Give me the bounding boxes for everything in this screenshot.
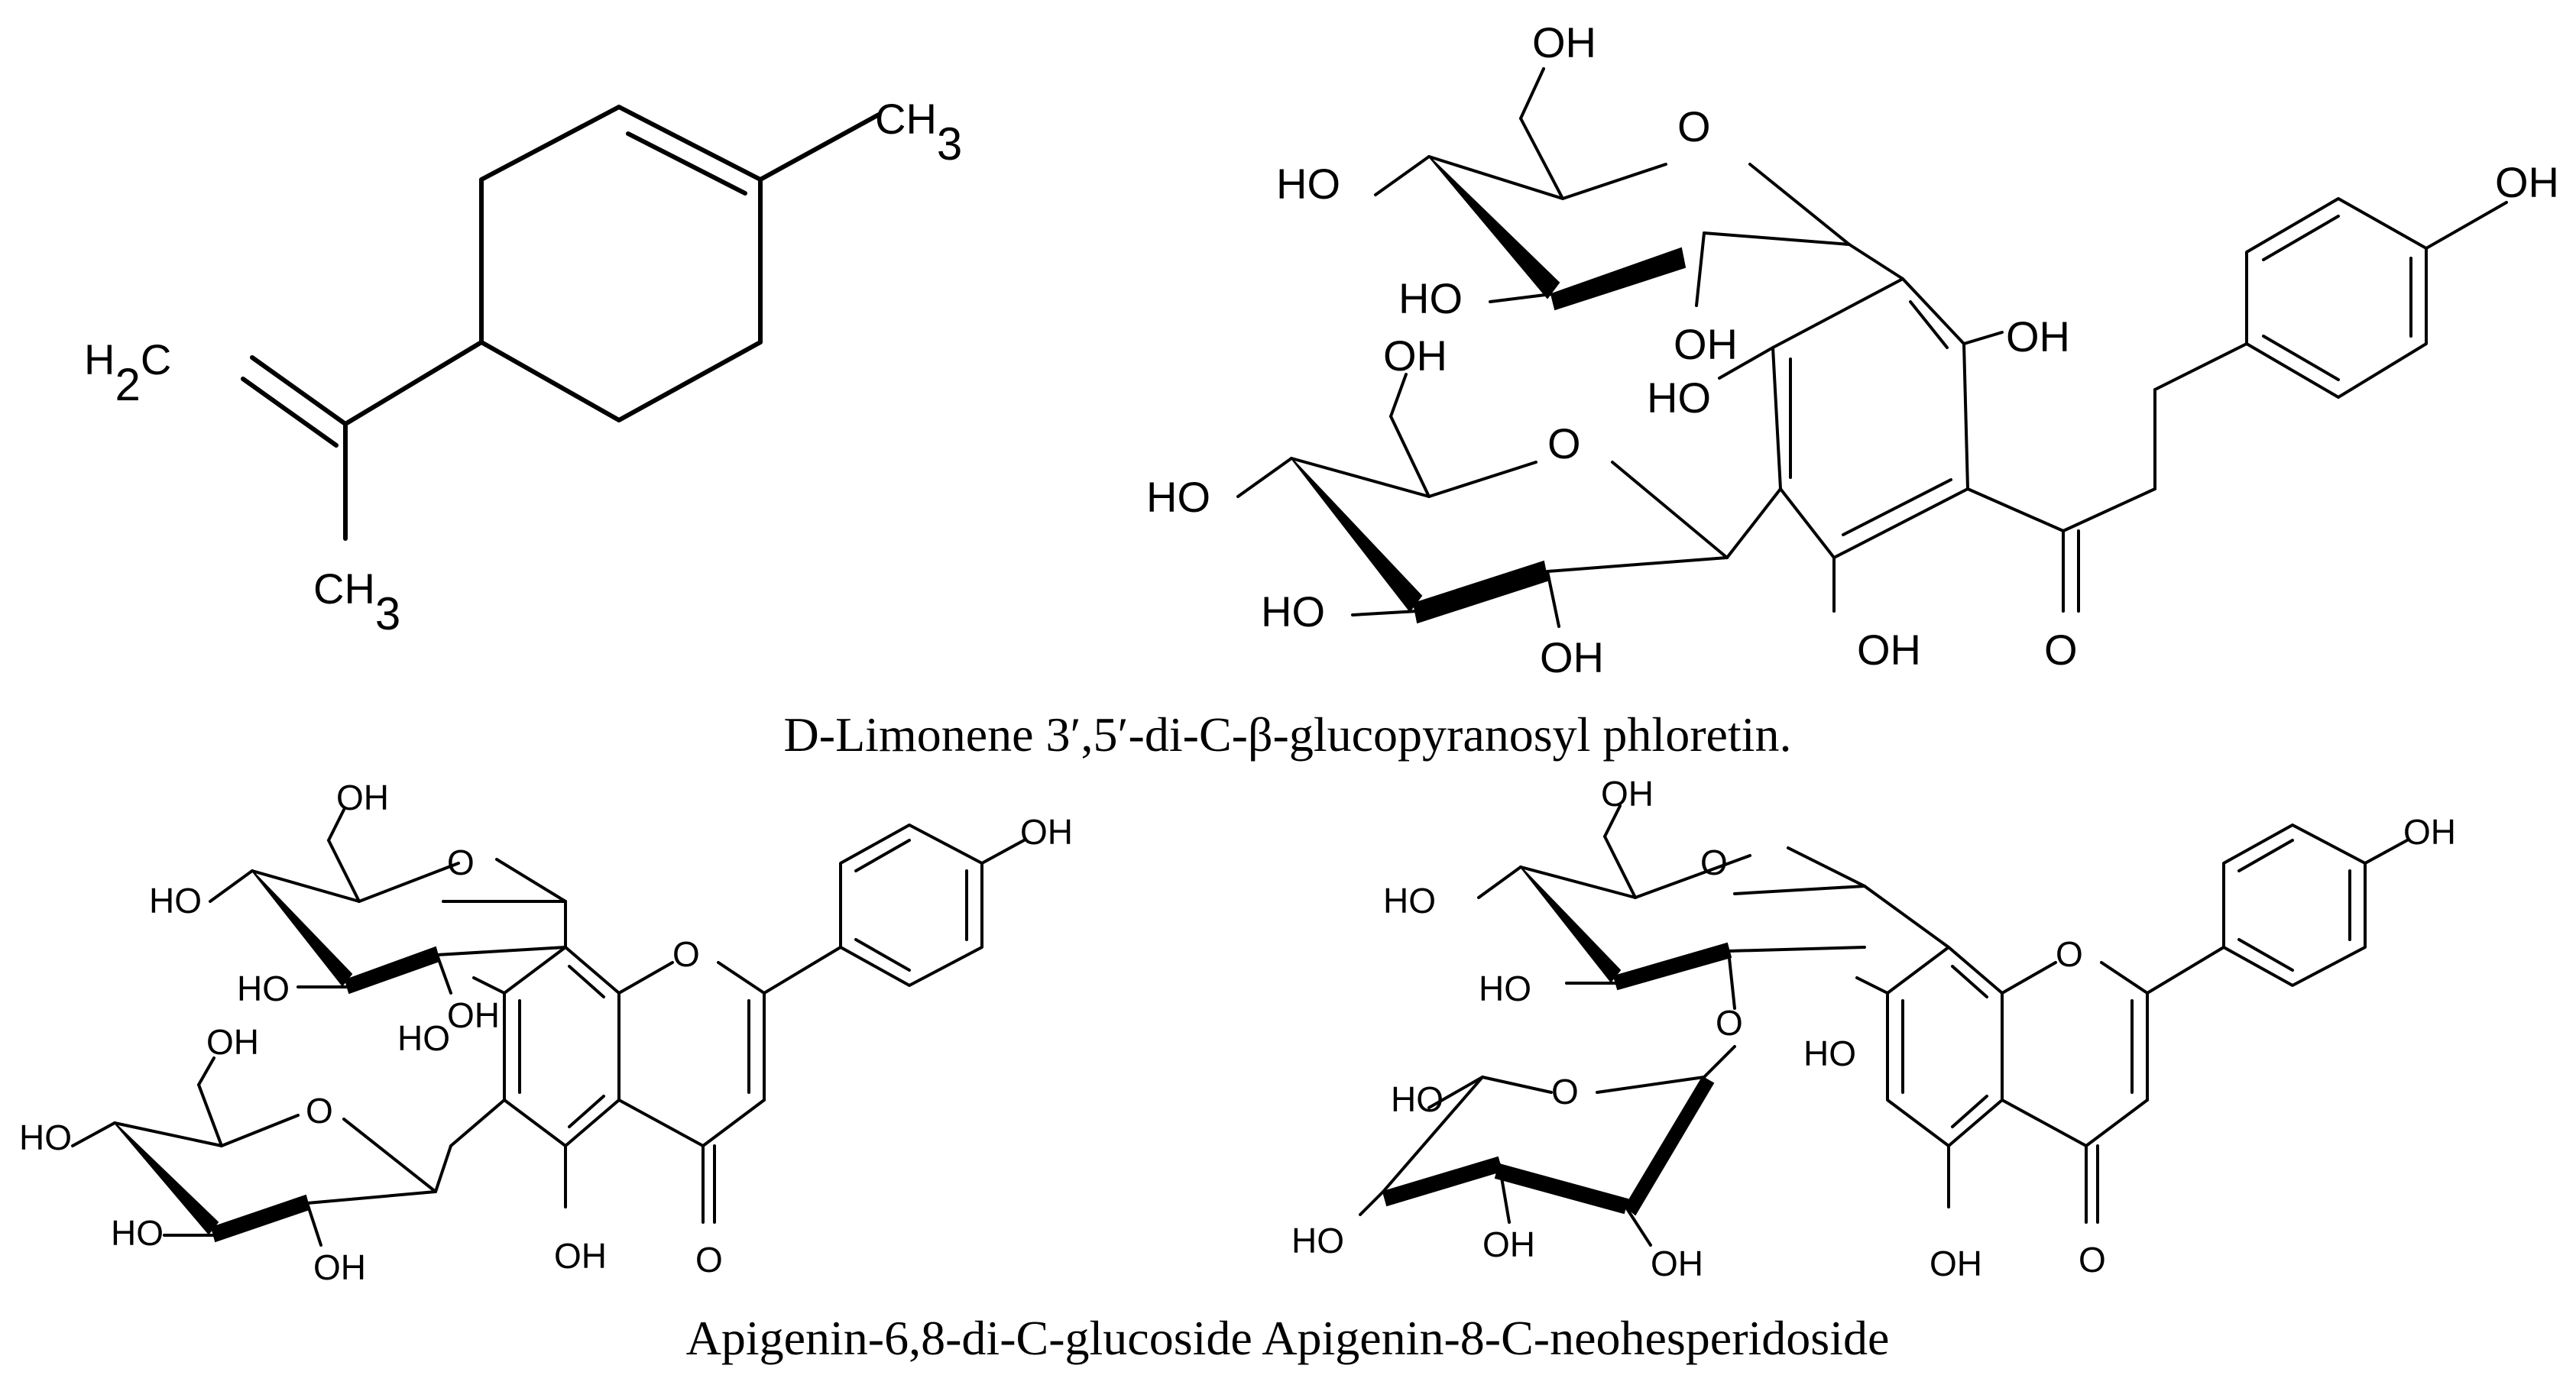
apigenin-diglucoside-structure: OH O HO HO OH HO O OH OH O HO HO OH OH O [19, 778, 1073, 1287]
limonene-ch3-top-label: CH3 [875, 95, 962, 170]
phloretin-oh-5: OH [1383, 332, 1447, 380]
apg-oh-1: OH [336, 778, 389, 817]
neo-o-ring-3: O [1551, 1072, 1579, 1111]
apg-ho-4: HO [19, 1118, 72, 1157]
limonene-structure: CH3 H2C CH3 [84, 95, 962, 639]
phloretin-oh-4: OH [2495, 158, 2559, 206]
neo-ho-4: HO [1291, 1221, 1344, 1260]
neo-o-ring-c: O [2056, 934, 2083, 974]
apg-oh-3: OH [1020, 812, 1073, 852]
neo-oh-5: OH [1930, 1244, 1982, 1283]
neo-ho-1: HO [1383, 881, 1436, 920]
neo-o-ring-2: O [1716, 1003, 1743, 1043]
phloretin-oh-3: OH [2006, 312, 2070, 361]
neo-oh-4: OH [2403, 812, 2456, 852]
apg-oh-5: OH [313, 1247, 366, 1287]
phloretin-o-ring-1: O [1677, 102, 1711, 150]
limonene-h2c-label: H2C [84, 335, 171, 410]
phloretin-oh-6: OH [1540, 633, 1604, 681]
phloretin-ho-4: HO [1146, 473, 1210, 521]
apg-oh-6: OH [554, 1236, 607, 1276]
apg-oh-4: OH [206, 1022, 259, 1062]
apg-ho-5: HO [111, 1213, 164, 1253]
neo-oh-1: OH [1601, 774, 1654, 814]
apg-o-ring-1: O [447, 843, 475, 882]
apg-oh-2: OH [447, 995, 500, 1035]
caption-bottom: Apigenin-6,8-di-C-glucoside Apigenin-8-C… [686, 1311, 1890, 1365]
apg-ho-1: HO [149, 881, 202, 920]
neo-ketone-o: O [2079, 1240, 2106, 1280]
apg-o-ring-c: O [672, 934, 700, 974]
phloretin-diglucoside-structure: OH O HO HO OH OH OH HO OH O HO HO OH OH … [1146, 18, 2559, 681]
phloretin-ho-1: HO [1276, 160, 1340, 208]
neo-ho-3: HO [1391, 1079, 1444, 1119]
apg-o-ring-2: O [306, 1091, 333, 1131]
neo-ho-5: HO [1803, 1034, 1856, 1073]
phloretin-ho-2: HO [1398, 274, 1463, 322]
phloretin-oh-1: OH [1532, 18, 1596, 66]
phloretin-ho-3: HO [1647, 374, 1711, 422]
phloretin-ho-5: HO [1261, 587, 1325, 636]
limonene-ch3-bottom-label: CH3 [313, 565, 400, 639]
neo-o-ring-1: O [1700, 843, 1728, 882]
phloretin-oh-2: OH [1674, 320, 1738, 368]
neo-oh-3: OH [1651, 1244, 1703, 1283]
apg-ketone-o: O [695, 1240, 723, 1280]
neo-oh-2: OH [1482, 1225, 1535, 1264]
phloretin-o-ring-2: O [1547, 419, 1581, 468]
apigenin-neohesperidoside-structure: OH O HO HO O O HO HO OH OH O OH HO OH O [1291, 774, 2456, 1283]
phloretin-ketone-o: O [2044, 626, 2078, 674]
apg-ho-3: HO [397, 1018, 450, 1058]
caption-top: D-Limonene 3′,5′-di-C-β-glucopyranosyl p… [784, 707, 1792, 762]
apg-ho-2: HO [237, 969, 290, 1008]
phloretin-oh-7: OH [1857, 626, 1921, 674]
neo-ho-2: HO [1479, 969, 1531, 1008]
